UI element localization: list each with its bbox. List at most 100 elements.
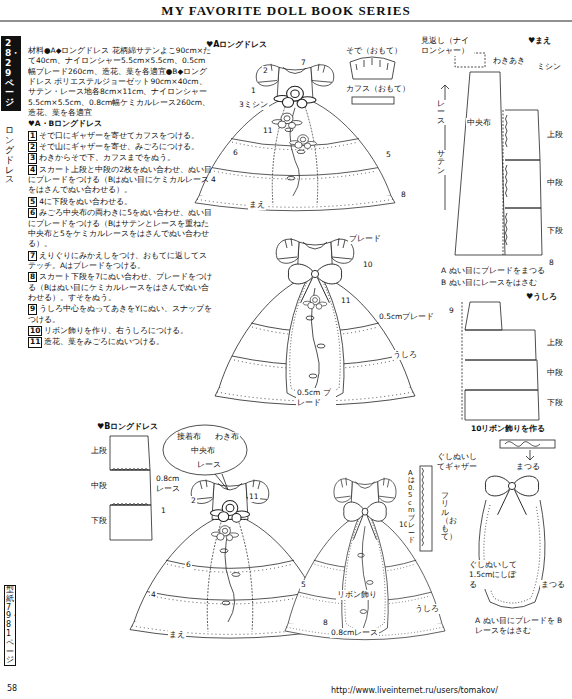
part-label: レース — [196, 460, 222, 470]
part-label: わき布 — [214, 432, 240, 442]
step-number: 3 — [28, 153, 37, 163]
part-label: サテン — [436, 150, 446, 175]
callout-number: 1 — [250, 86, 257, 96]
callout-number: 2 — [262, 66, 269, 76]
part-label: 中段 — [90, 481, 108, 491]
part-label: 中央布 — [190, 446, 216, 456]
part-label: レース — [436, 100, 446, 125]
section-heading: ♥Bロングドレス — [96, 422, 159, 432]
section-heading: ♥うしろ — [525, 292, 558, 302]
part-label: 下段 — [546, 226, 564, 236]
part-label: そで（おもて） — [345, 46, 403, 56]
part-label: B ぬい目にレースをはさむ — [440, 278, 567, 288]
step-number: 9 — [28, 304, 37, 314]
part-label: まえ — [248, 200, 266, 210]
step-text: そで口にギャザーを寄せてカフスをつける。 — [39, 131, 199, 140]
instruction-row: 54に下段をぬい合わせる。 — [28, 197, 212, 207]
callout-number: 9 — [448, 306, 455, 316]
instruction-row: 3わきからそで下、カフスまでをぬう。 — [28, 153, 212, 163]
series-title: MY FAVORITE DOLL BOOK SERIES — [0, 3, 572, 19]
step-text: リボン飾りを作り、右うしろにつける。 — [44, 326, 188, 335]
part-label: 中段 — [546, 178, 564, 188]
step-number: 6 — [28, 208, 37, 218]
instruction-row: 材料●A◆ロングドレス 花柄綿サテンよこ90cm×たて40cm、ナイロンシャー5… — [28, 46, 212, 118]
part-label: リボン飾り — [336, 590, 378, 600]
part-label: Aは0.5cmブレード — [407, 470, 416, 545]
instruction-row: 6みごろ中央布の両わきに5をぬい合わせ、ぬい目にブレードをつける（Bはサテンとレ… — [28, 208, 212, 249]
callout-number: 4 — [210, 175, 217, 185]
step-number: 4 — [28, 165, 37, 175]
step-number: 5 — [28, 197, 37, 207]
part-label: うしろ — [414, 604, 440, 614]
part-label: まえ — [168, 630, 186, 640]
part-label: 0.5cm ブレード — [296, 388, 336, 408]
part-label: 見返し（ナイロンシャー） — [420, 36, 474, 56]
part-label: 0.8cmレース — [155, 474, 185, 494]
section-heading: ♥A・Bロングドレス — [28, 119, 102, 128]
part-label: ぐしぬいしてギャザー — [436, 452, 484, 472]
callout-number: 7 — [300, 58, 307, 68]
instruction-row: 2そで山にギャザーを寄せ、みごろにつける。 — [28, 142, 212, 152]
step-number: 1 — [28, 131, 37, 141]
callout-number: 3ミシン — [238, 100, 269, 110]
instruction-row: 8スカート下段を7にぬい合わせ、ブレードをつける（Bはぬい目にケミカルレースをは… — [28, 272, 212, 303]
instruction-row: 11造花、葉をみごろにぬいつける。 — [28, 337, 212, 347]
side-tab-text: ロングドレス — [4, 126, 15, 185]
step-text: 4に下段をぬい合わせる。 — [39, 197, 132, 206]
callout-number: 4 — [150, 590, 157, 600]
part-label: ミシン — [536, 62, 562, 72]
step-text: わきからそで下、カフスまでをぬう。 — [39, 153, 175, 162]
callout-number: 11 — [248, 492, 260, 502]
part-label: まつる — [540, 580, 566, 590]
part-label: フリル（おもて） — [440, 492, 450, 542]
part-label: ぐしぬいして1.5cmにしぼる — [468, 560, 522, 589]
page-number: 58 — [6, 684, 18, 694]
instruction-row: 9うしろ中心をぬってあきをYにぬい、スナップをつける。 — [28, 304, 212, 325]
step-text: うしろ中心をぬってあきをYにぬい、スナップをつける。 — [28, 304, 212, 323]
callout-number: 8 — [322, 618, 329, 628]
callout-number: 8 — [400, 190, 407, 200]
callout-number: 11 — [262, 126, 274, 136]
section-heading: 10リボン飾りを作る — [470, 424, 546, 434]
instruction-row: ♥A・Bロングドレス — [28, 119, 212, 129]
step-text: スカート下段を7にぬい合わせ、ブレードをつける（Bはぬい目にケミカルレースをはさ… — [28, 272, 212, 302]
step-number: 8 — [28, 272, 37, 282]
part-label: A ぬい目にブレードをまつる — [440, 266, 567, 276]
callout-number: 2 — [190, 496, 197, 506]
part-label: ブレード — [348, 234, 382, 244]
part-label: 接着布 — [176, 432, 202, 442]
instruction-column: 材料●A◆ロングドレス 花柄綿サテンよこ90cm×たて40cm、ナイロンシャー5… — [28, 46, 212, 349]
materials-text: 材料●A◆ロングドレス 花柄綿サテンよこ90cm×たて40cm、ナイロンシャー5… — [28, 46, 211, 117]
instruction-row: 10リボン飾りを作り、右うしろにつける。 — [28, 326, 212, 336]
part-label: 中央布 — [466, 118, 492, 128]
section-heading: ♥まえ — [527, 36, 552, 46]
callout-number: 11 — [340, 296, 352, 306]
step-text: えりぐりにみかえしをつけ、おもてに返してステッチ。Aはブレードをつける。 — [28, 251, 207, 270]
part-label: 上段 — [546, 338, 564, 348]
part-label: 上段 — [90, 446, 108, 456]
tab-text: 28・29ページ — [5, 39, 14, 108]
part-label: 0.8cmレース — [330, 628, 379, 638]
instruction-row: 7えりぐりにみかえしをつけ、おもてに返してステッチ。Aはブレードをつける。 — [28, 251, 212, 272]
watermark: http://www.liveinternet.ru/users/tomakov… — [330, 686, 499, 696]
part-label: 上段 — [546, 130, 564, 140]
section-heading: ♥Aロングドレス — [205, 40, 268, 50]
step-text: スカート上段と中段の2枚をぬい合わせ、ぬい目にブレードをつける（Bはぬい目にケミ… — [28, 165, 212, 195]
part-label: わきあき — [492, 56, 526, 66]
page-tab: 28・29ページ — [1, 36, 21, 111]
step-text: 造花、葉をみごろにぬいつける。 — [44, 337, 164, 346]
part-label: 下段 — [546, 398, 564, 408]
step-number: 7 — [28, 251, 37, 261]
callout-number: 10 — [362, 260, 374, 270]
step-text: そで山にギャザーを寄せ、みごろにつける。 — [39, 142, 199, 151]
callout-number: 6 — [232, 148, 239, 158]
step-number: 10 — [28, 326, 42, 336]
part-label: A ぬい目にブレードを B レースをはさむ — [474, 616, 568, 636]
callout-number: 1 — [160, 506, 167, 516]
part-label: まつる — [515, 462, 541, 472]
step-number: 11 — [28, 337, 42, 347]
instruction-row: 4スカート上段と中段の2枚をぬい合わせ、ぬい目にブレードをつける（Bはぬい目にケ… — [28, 165, 212, 196]
part-label: 中段 — [546, 368, 564, 378]
callout-number: 5 — [300, 580, 307, 590]
pattern-page-ref: 型紙79・81ページ — [4, 585, 16, 666]
